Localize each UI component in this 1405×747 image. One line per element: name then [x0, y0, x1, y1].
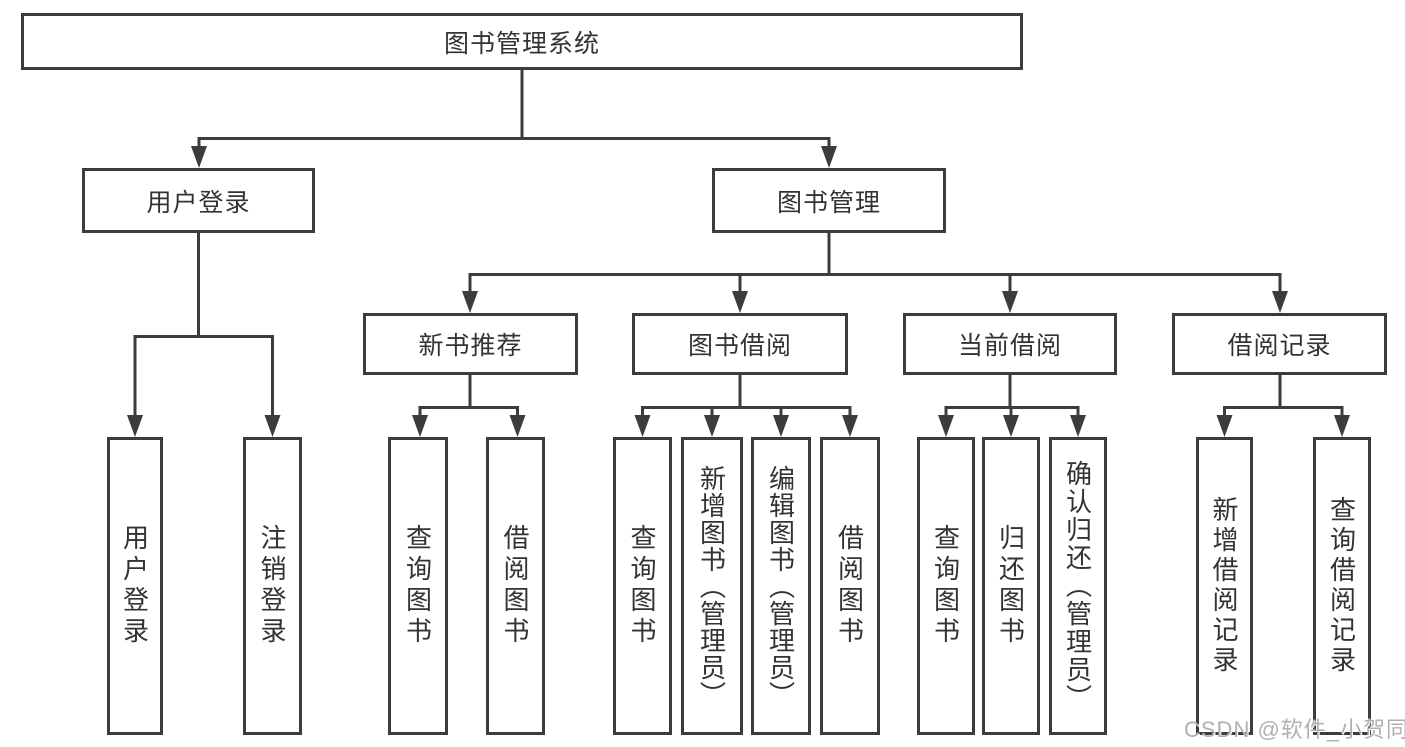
leaf-logout: 注销登录 [243, 437, 302, 735]
node-label: 图书借阅 [687, 332, 792, 360]
leaf-edit-books-admin: 编辑图书（管理员） [751, 437, 811, 735]
node-book-management: 图书管理 [712, 168, 946, 233]
node-label: 借阅图书 [500, 524, 530, 648]
node-label: 新增借阅记录 [1209, 496, 1239, 676]
node-label: 注销登录 [257, 524, 287, 648]
node-label: 新增图书（管理员） [696, 464, 727, 708]
leaf-borrow-books: 借阅图书 [820, 437, 880, 735]
node-label: 新书推荐 [418, 332, 523, 360]
leaf-user-login: 用户登录 [107, 437, 163, 735]
leaf-return-books: 归还图书 [982, 437, 1040, 735]
node-new-book-recommendation: 新书推荐 [363, 313, 578, 375]
leaf-borrow-books-recommend: 借阅图书 [486, 437, 545, 735]
node-book-borrowing: 图书借阅 [632, 313, 848, 375]
leaf-confirm-return-admin: 确认归还（管理员） [1049, 437, 1107, 735]
node-label: 用户登录 [146, 188, 251, 217]
node-label: 图书管理 [776, 188, 881, 217]
node-label: 借阅图书 [834, 524, 865, 648]
node-borrowing-records: 借阅记录 [1172, 313, 1387, 375]
leaf-add-books-admin: 新增图书（管理员） [681, 437, 743, 735]
node-label: 确认归还（管理员） [1062, 460, 1093, 712]
node-label: 查询借阅记录 [1326, 496, 1357, 676]
node-label: 归还图书 [995, 524, 1026, 648]
leaf-add-borrow-record: 新增借阅记录 [1196, 437, 1253, 735]
arrow-down-icons [127, 146, 1350, 437]
node-library-management-system: 图书管理系统 [21, 13, 1023, 70]
node-label: 借阅记录 [1227, 332, 1332, 360]
node-label: 用户登录 [119, 524, 150, 648]
node-label: 查询图书 [627, 524, 657, 648]
leaf-query-borrow-record: 查询借阅记录 [1313, 437, 1371, 735]
leaf-query-books-recommend: 查询图书 [388, 437, 448, 735]
leaf-query-books-current: 查询图书 [917, 437, 975, 735]
node-user-login: 用户登录 [82, 168, 315, 233]
leaf-query-books-borrowing: 查询图书 [613, 437, 672, 735]
node-label: 编辑图书（管理员） [765, 464, 796, 708]
node-label: 查询图书 [402, 524, 433, 648]
node-current-borrowing: 当前借阅 [903, 313, 1117, 375]
node-label: 当前借阅 [957, 332, 1062, 360]
node-label: 图书管理系统 [443, 29, 600, 58]
node-label: 查询图书 [930, 524, 961, 648]
